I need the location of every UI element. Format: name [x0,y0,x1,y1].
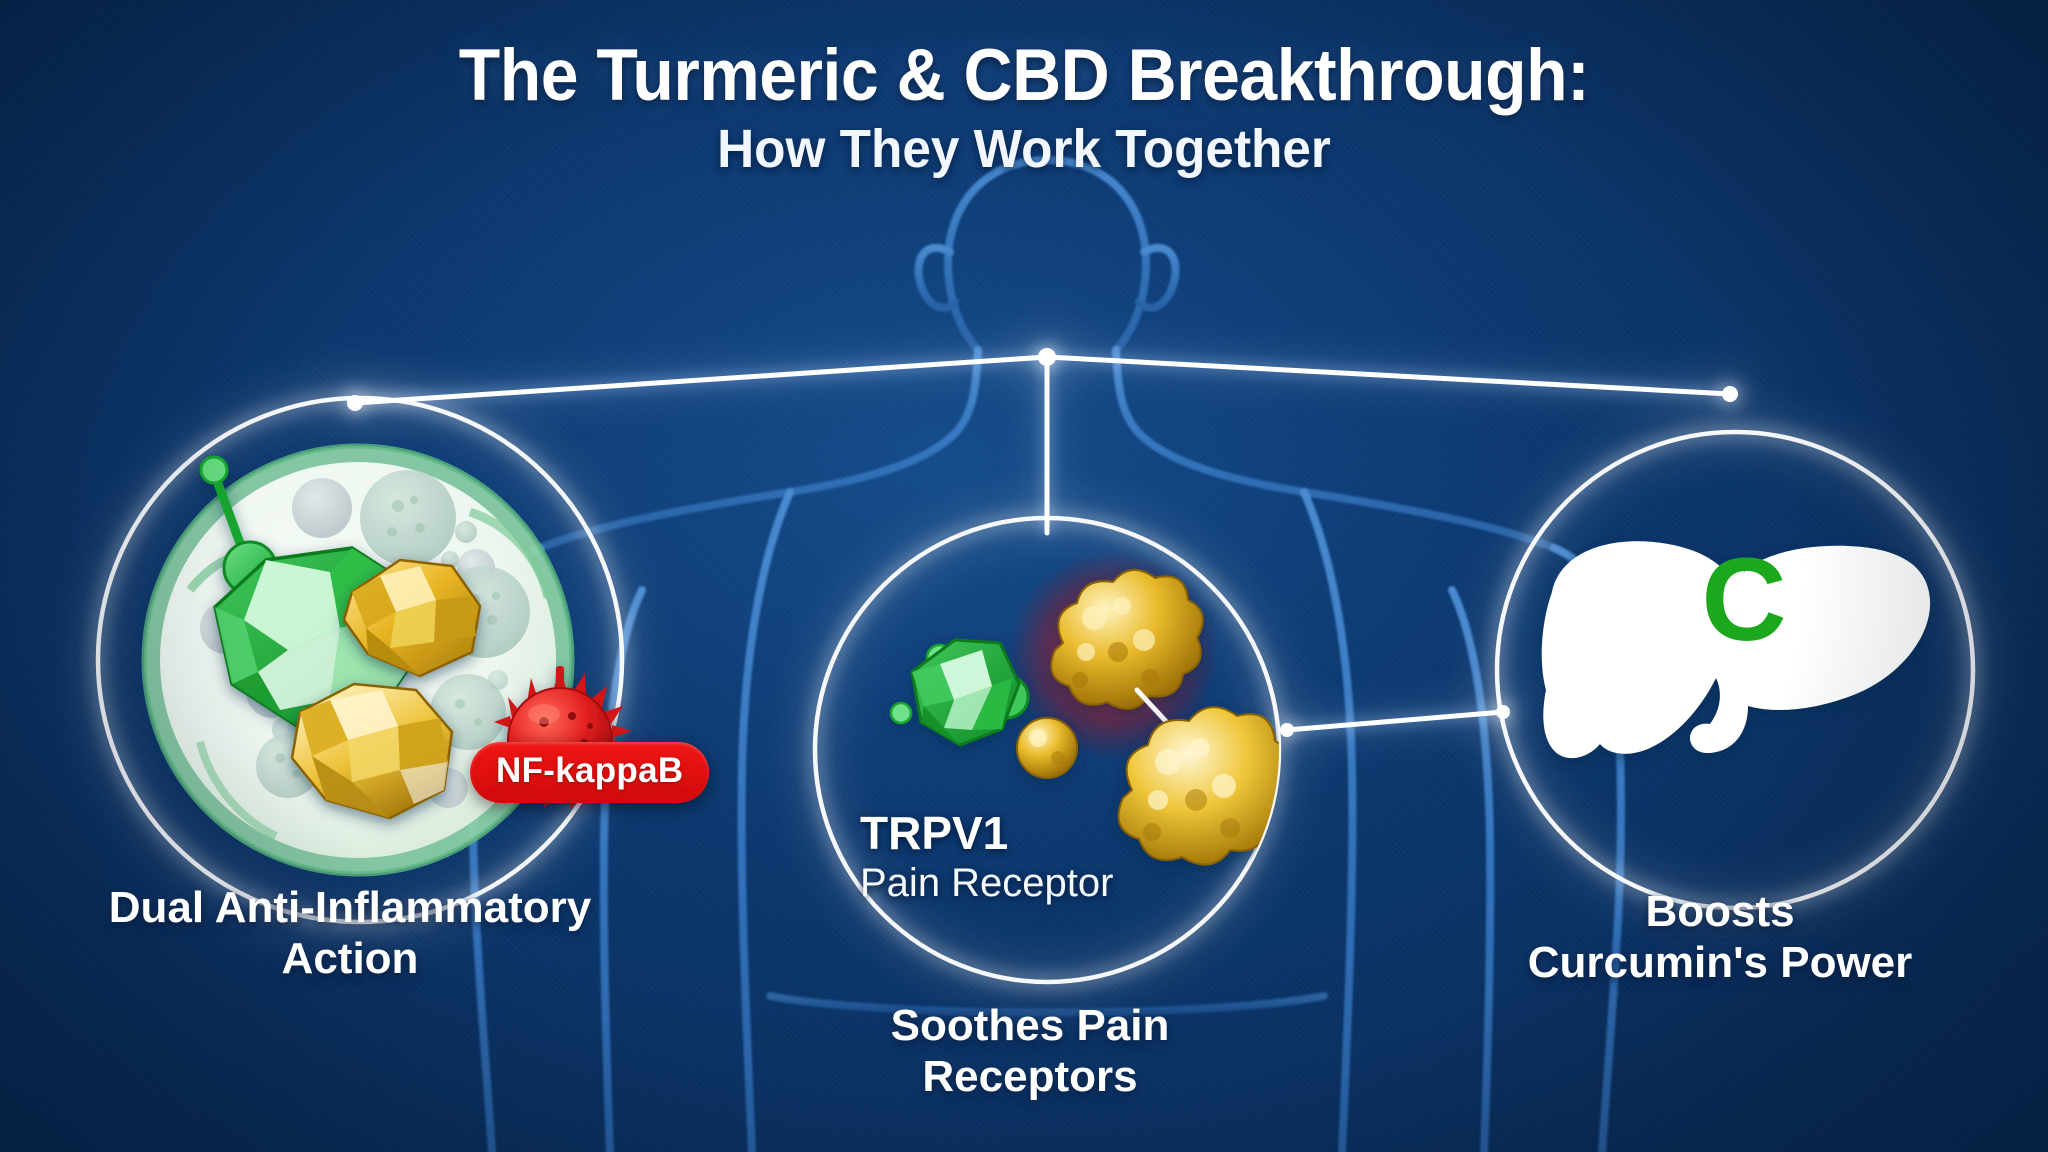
header-block: The Turmeric & CBD Breakthrough: How The… [0,38,2048,178]
page-title: The Turmeric & CBD Breakthrough: [458,35,1590,116]
center-panel-caption: Soothes Pain Receptors [890,1001,1170,1102]
nfkb-badge: NF-kappaB [470,742,710,803]
trpv1-label-group: TRPV1 Pain Receptor [860,810,1190,904]
liver-icon: C [1541,534,1931,759]
left-panel-caption: Dual Anti-Inflammatory Action [108,883,592,984]
trpv1-title: TRPV1 [860,807,1009,859]
right-panel-caption: Boosts Curcumin's Power [1527,887,1913,988]
curcumin-letter-icon: C [1701,534,1786,666]
trpv1-subtitle: Pain Receptor [860,861,1114,905]
page-subtitle: How They Work Together [717,119,1331,180]
